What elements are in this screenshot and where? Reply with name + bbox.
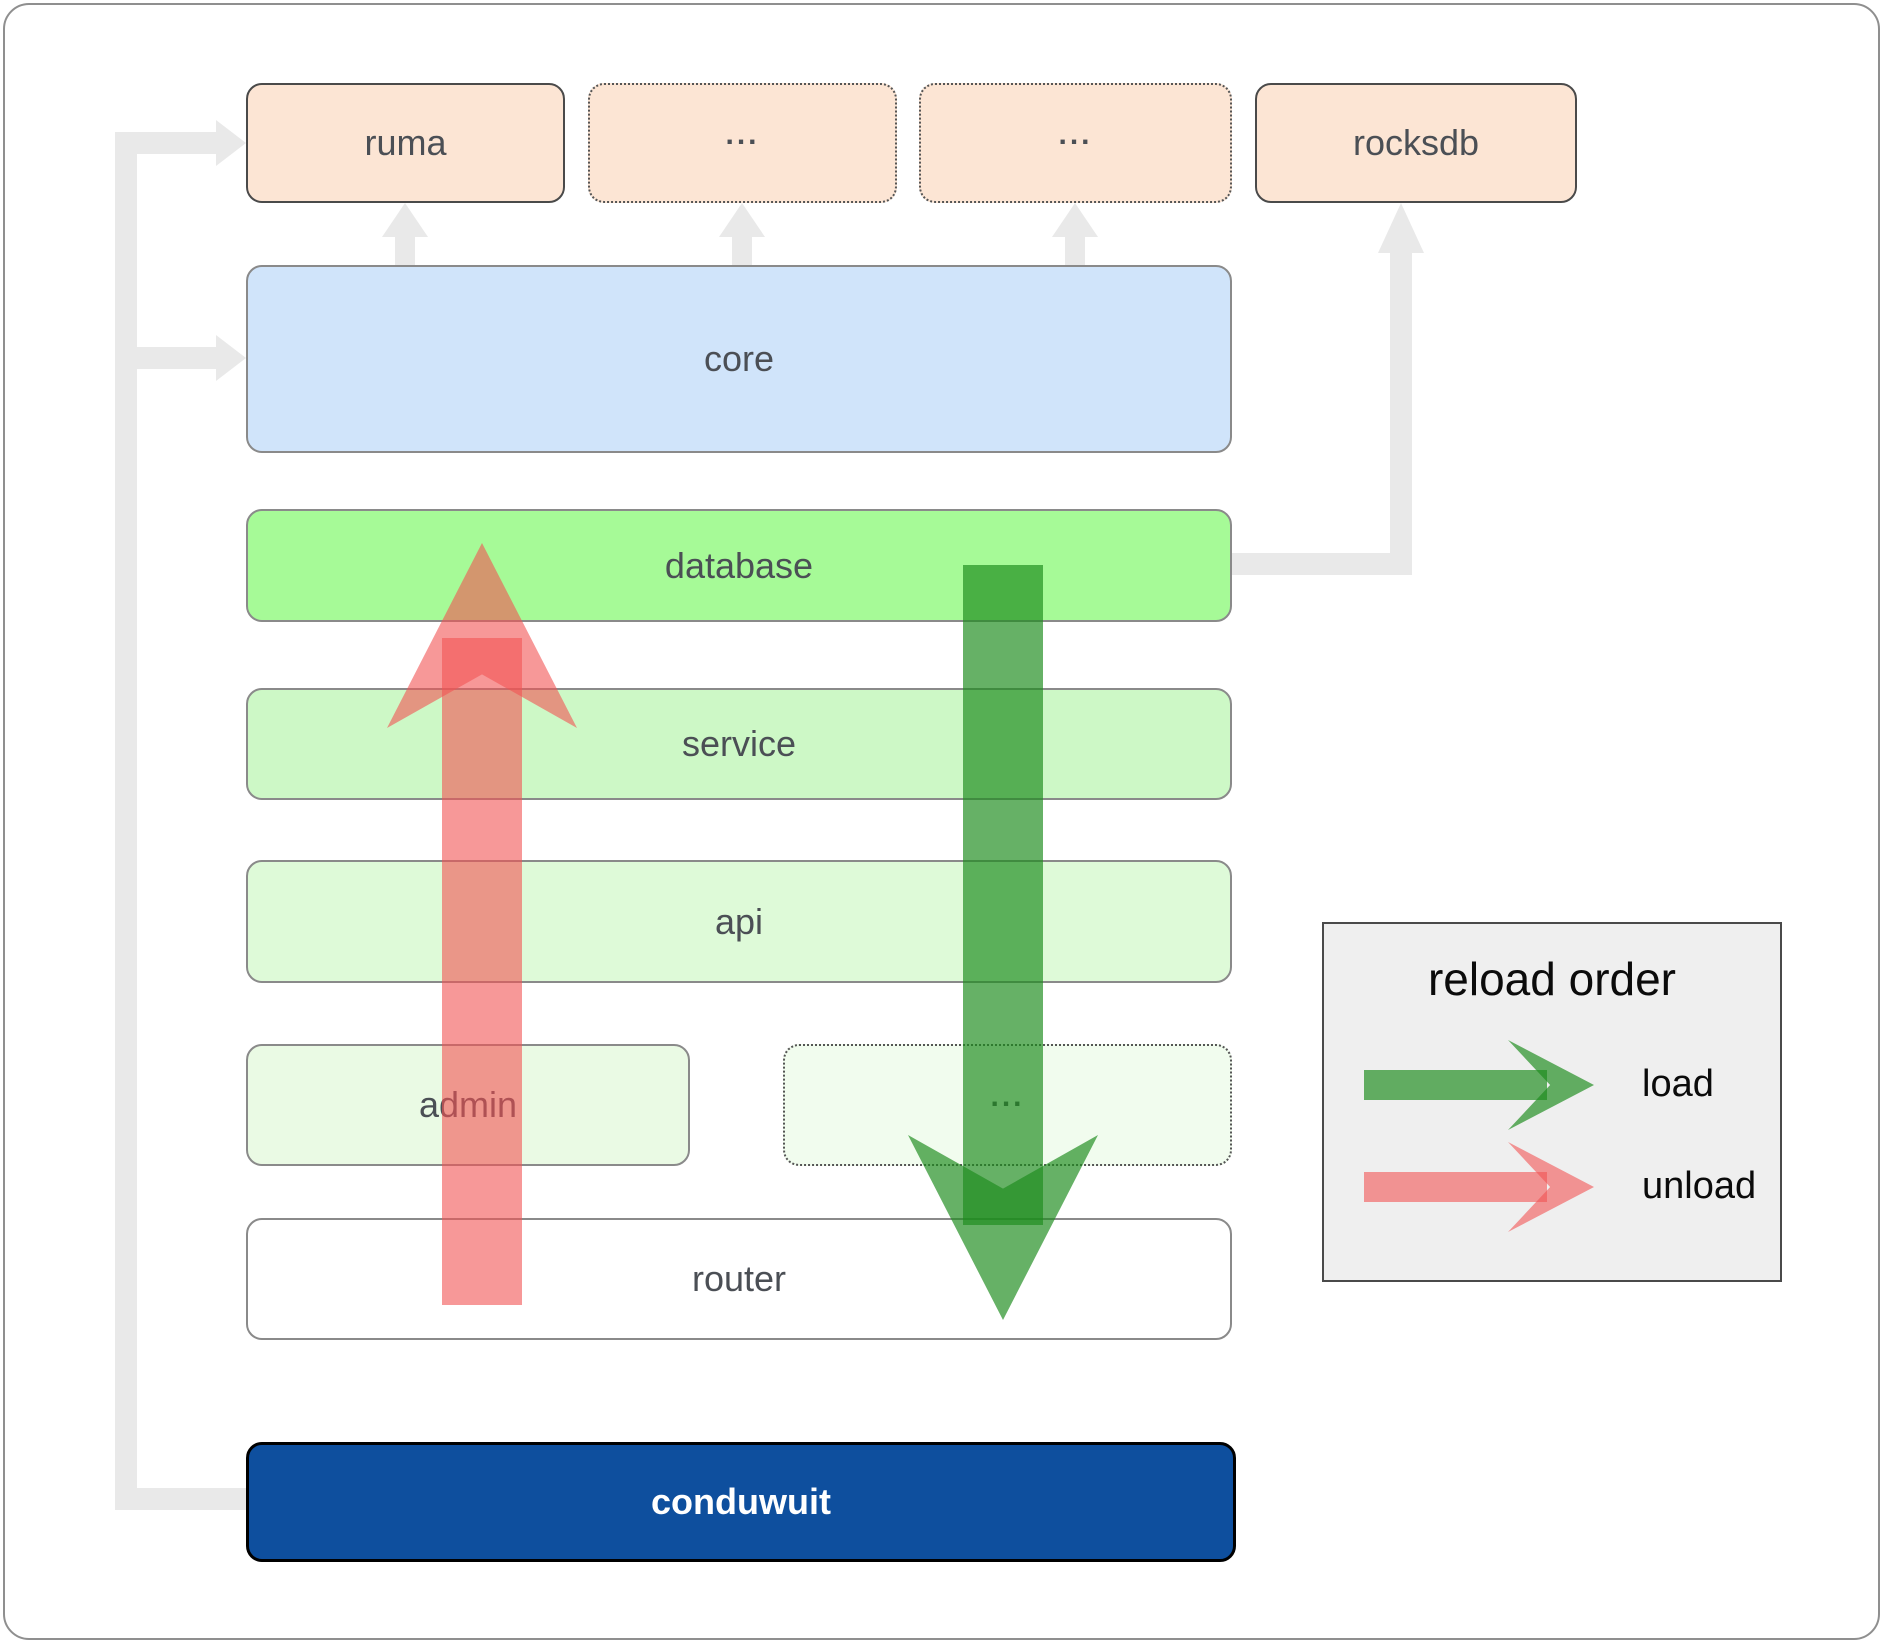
- node-conduwuit-label: conduwuit: [651, 1481, 831, 1522]
- node-database-label: database: [664, 544, 814, 586]
- node-ext-2: ...: [919, 83, 1232, 203]
- unload-arrow-shaft: [442, 638, 522, 1305]
- node-api-label: api: [714, 900, 764, 942]
- node-ext-1: ...: [588, 83, 897, 203]
- connector-from-conduwuit: [115, 1488, 246, 1510]
- legend-load-label: load: [1642, 1063, 1714, 1105]
- node-core-label: core: [703, 338, 775, 379]
- node-router: router: [246, 1218, 1232, 1340]
- node-rocksdb-label: rocksdb: [1352, 122, 1480, 163]
- legend: reload order load unload: [1322, 922, 1782, 1282]
- legend-title: reload order: [1427, 953, 1677, 1005]
- connector-core-ext2-shaft: [1065, 237, 1085, 265]
- node-conduwuit: conduwuit: [246, 1442, 1236, 1562]
- node-service: service: [246, 688, 1232, 800]
- connector-branch-core: [115, 347, 216, 369]
- legend-unload-label: unload: [1642, 1165, 1757, 1207]
- connector-core-ruma-shaft: [395, 237, 415, 265]
- node-database: database: [246, 509, 1232, 622]
- node-rocksdb: rocksdb: [1255, 83, 1577, 203]
- connector-database-rocksdb-horizontal: [1232, 553, 1412, 575]
- node-ext-1-label: ...: [725, 118, 760, 151]
- node-ruma-label: ruma: [364, 122, 447, 163]
- node-service-label: service: [681, 723, 797, 764]
- connector-core-ext1-shaft: [732, 237, 752, 265]
- connector-left-vertical: [115, 132, 137, 1510]
- node-router-label: router: [691, 1258, 787, 1299]
- load-arrow-shaft: [963, 565, 1043, 1225]
- node-ruma: ruma: [246, 83, 565, 203]
- connector-database-rocksdb-vertical: [1390, 250, 1412, 575]
- node-api: api: [246, 860, 1232, 983]
- connector-branch-ruma: [115, 132, 216, 154]
- node-ext-2-label: ...: [1058, 118, 1093, 151]
- node-core: core: [246, 265, 1232, 453]
- legend-load-arrow-shaft: [1364, 1070, 1547, 1100]
- legend-unload-arrow-shaft: [1364, 1172, 1547, 1202]
- outer-border: [3, 3, 1880, 1640]
